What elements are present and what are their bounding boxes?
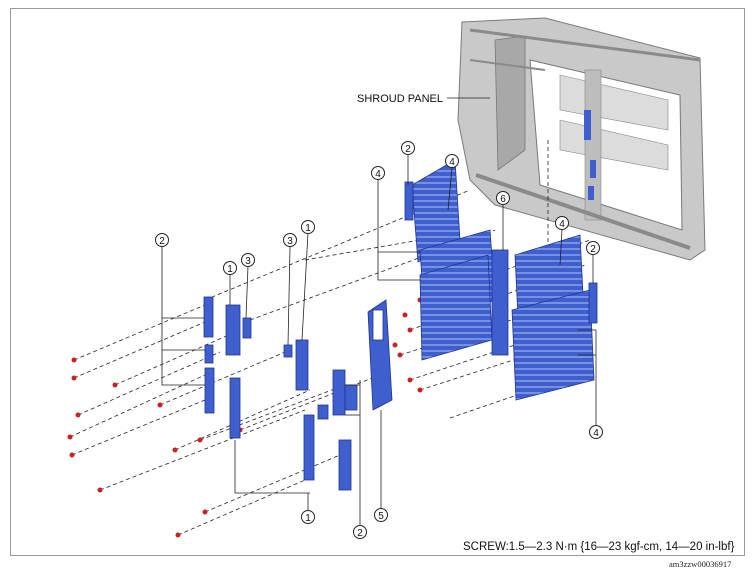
- callout-6: 6: [496, 191, 510, 205]
- callout-2: 2: [353, 525, 367, 539]
- svg-text:4: 4: [593, 428, 599, 439]
- callout-4: 4: [371, 166, 385, 180]
- svg-text:2: 2: [357, 528, 363, 539]
- figure-code: am3zzw00036917: [669, 559, 732, 569]
- diagram-frame: [10, 8, 745, 556]
- svg-text:3: 3: [245, 256, 251, 267]
- leader-lines: [161, 155, 597, 525]
- callout-2: 2: [401, 141, 415, 155]
- svg-text:1: 1: [227, 264, 233, 275]
- svg-text:5: 5: [378, 511, 384, 522]
- callout-2: 2: [586, 241, 600, 255]
- svg-text:2: 2: [590, 244, 596, 255]
- callout-1: 1: [223, 261, 237, 275]
- svg-text:1: 1: [305, 223, 311, 234]
- shroud-panel-label: SHROUD PANEL: [357, 93, 443, 105]
- shroud-panel: [457, 17, 706, 261]
- svg-text:6: 6: [500, 194, 506, 205]
- torque-spec-text: SCREW:1.5—2.3 N·m {16—23 kgf-cm, 14—20 i…: [463, 541, 735, 553]
- svg-text:4: 4: [375, 169, 381, 180]
- svg-text:1: 1: [305, 513, 311, 524]
- callout-3: 3: [283, 233, 297, 247]
- svg-text:2: 2: [159, 236, 165, 247]
- callout-2: 2: [155, 233, 169, 247]
- callout-1: 1: [301, 510, 315, 524]
- screws: [67, 297, 423, 538]
- callout-4: 4: [445, 154, 459, 168]
- shutter-parts: [203, 159, 598, 491]
- svg-text:3: 3: [287, 236, 293, 247]
- callout-3: 3: [241, 253, 255, 267]
- svg-text:4: 4: [559, 219, 565, 230]
- svg-text:2: 2: [405, 144, 411, 155]
- callout-1: 1: [301, 220, 315, 234]
- svg-text:4: 4: [449, 157, 455, 168]
- callout-4: 4: [555, 216, 569, 230]
- callout-5: 5: [374, 508, 388, 522]
- callout-4: 4: [589, 425, 603, 439]
- callouts: 2 1 3 3 1 1 2 5 4 2 4 6 4 2 4: [155, 141, 603, 539]
